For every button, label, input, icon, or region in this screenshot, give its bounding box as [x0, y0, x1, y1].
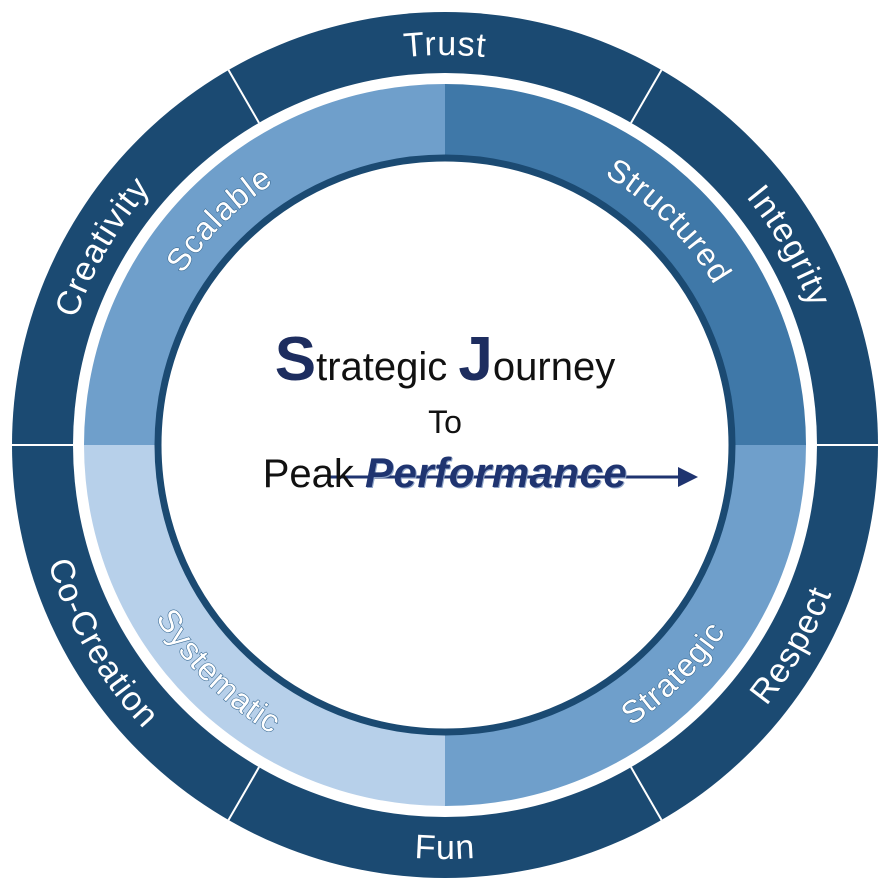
title-word-journey: ourney: [492, 345, 616, 389]
outer-ring-dividers: [12, 69, 878, 821]
inner-segment-systematic: [84, 445, 445, 806]
inner-ring: [84, 84, 806, 806]
inner-segment-scalable: [84, 84, 445, 445]
outer-divider: [227, 766, 260, 821]
center-border: [154, 154, 736, 736]
title-line-3: Peak Performance: [180, 445, 710, 502]
outer-label-fun: Fun: [414, 828, 476, 867]
title-line-2: To: [428, 404, 462, 440]
title-line-1: Strategic Journey: [180, 329, 710, 397]
performance-arrow-icon: [330, 467, 698, 487]
inner-segment-strategic: [445, 445, 806, 806]
outer-divider: [227, 69, 260, 124]
title-word-peak: Peak: [262, 452, 354, 496]
initial-s: S: [274, 325, 317, 394]
title-word-strategic: trategic: [316, 345, 448, 389]
initial-j: J: [458, 325, 493, 394]
center-title: Strategic Journey To Peak Performance: [180, 329, 710, 530]
outer-label-trust: Trust: [402, 25, 488, 65]
outer-divider: [630, 69, 663, 124]
inner-segment-structured: [445, 84, 806, 445]
title-word-performance: Performance: [365, 449, 628, 496]
outer-divider: [630, 766, 663, 821]
